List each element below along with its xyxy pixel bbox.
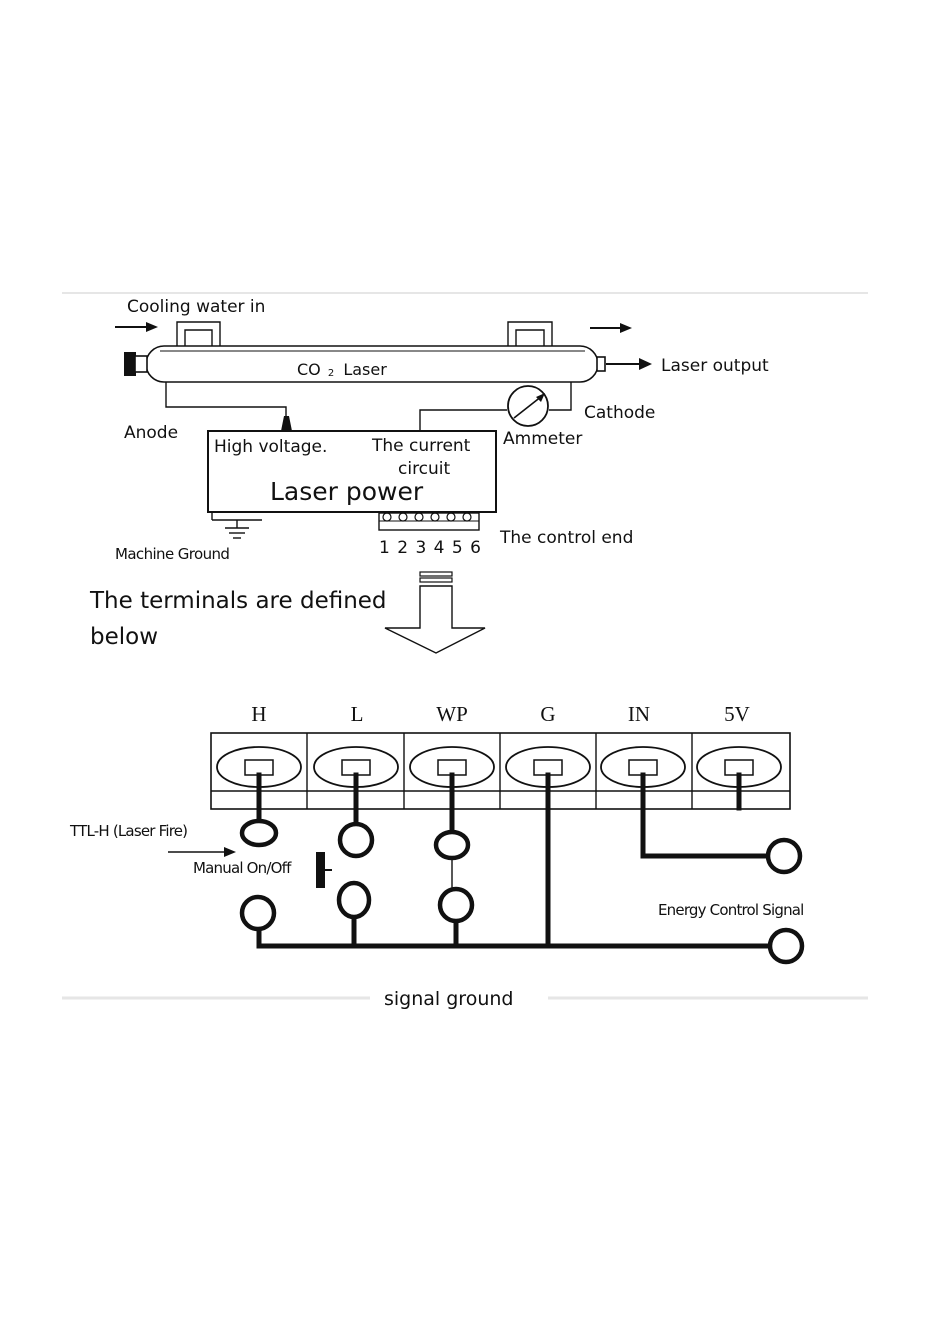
ttl-fire-arrow	[168, 847, 236, 857]
signal-ground-label: signal ground	[384, 988, 513, 1010]
manual-switch-icon	[316, 852, 332, 888]
ring-signal-ground	[770, 930, 802, 962]
anode-wire	[166, 382, 286, 418]
energy-control-signal-label: Energy Control Signal	[658, 901, 804, 919]
water-inflow-arrow	[115, 322, 158, 332]
laser-power-label: Laser power	[270, 477, 424, 506]
ring-wp-upper	[436, 832, 468, 858]
terminal-label-h: H	[251, 702, 266, 726]
ring-l-upper	[340, 824, 372, 856]
caption-line2: below	[90, 624, 158, 650]
ring-l-lower	[339, 883, 369, 917]
down-arrow-icon	[385, 572, 485, 653]
caption-line1: The terminals are defined	[89, 588, 387, 614]
terminal-label-5v: 5V	[724, 702, 750, 726]
ammeter-gauge	[508, 386, 548, 426]
manual-on-off-label: Manual On/Off	[193, 859, 292, 877]
tube-output-window	[597, 357, 605, 371]
tube-left-cap	[124, 352, 136, 376]
terminal-label-l: L	[351, 702, 364, 726]
control-pins-label: 1 2 3 4 5 6	[379, 538, 482, 558]
machine-ground-symbol	[212, 512, 262, 538]
cathode-label: Cathode	[584, 403, 655, 423]
control-end-label: The control end	[499, 528, 633, 548]
terminal-definition-caption: The terminals are defined below	[89, 588, 387, 650]
laser-output-label: Laser output	[661, 356, 769, 376]
anode-label: Anode	[124, 423, 178, 443]
ring-h-lower	[242, 897, 274, 929]
laser-output-arrow	[639, 358, 652, 370]
terminal-label-g: G	[540, 702, 555, 726]
terminal-label-in: IN	[628, 702, 650, 726]
ring-energy-signal	[768, 840, 800, 872]
cooling-water-in-label: Cooling water in	[127, 297, 265, 317]
terminal-labels: H L WP G IN 5V	[251, 702, 749, 726]
ttl-fire-label: TTL-H (Laser Fire)	[69, 822, 187, 840]
water-outlet-pipe	[508, 322, 552, 346]
water-outflow-arrow	[590, 323, 632, 333]
terminal-label-wp: WP	[436, 702, 468, 726]
ring-h-upper	[242, 821, 276, 845]
current-circuit-label-line2: circuit	[398, 459, 451, 479]
water-inlet-pipe	[177, 322, 220, 346]
terminal-block	[211, 733, 790, 809]
machine-ground-label: Machine Ground	[115, 545, 229, 563]
high-voltage-label: High voltage.	[214, 437, 327, 457]
ammeter-label: Ammeter	[503, 429, 582, 449]
ring-wp-lower	[440, 889, 472, 921]
current-circuit-label-line1: The current	[371, 436, 471, 456]
co2-laser-tube-section: Cooling water in CO 2 Laser Laser output…	[115, 297, 769, 563]
control-end-connector	[379, 513, 479, 530]
anode-terminal	[281, 416, 292, 431]
